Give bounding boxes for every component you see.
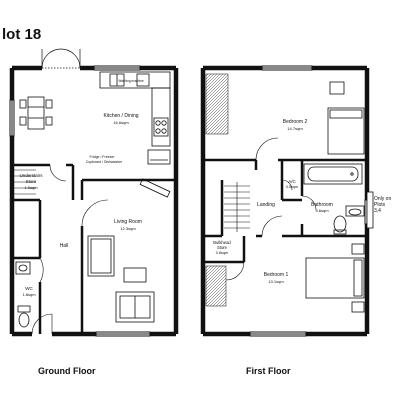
wc-name: WC — [25, 286, 33, 291]
hall-name: Hall — [60, 243, 69, 249]
patio-doors — [41, 48, 81, 69]
wc-area: 1.8sqm — [22, 292, 36, 297]
ground-floor-label: Ground Floor — [38, 366, 96, 376]
bulkhead-name: Bulkhead — [213, 240, 231, 245]
side-note-box — [366, 191, 374, 229]
bulkhead-area: 0.8sqm — [216, 251, 228, 255]
side-note: Only on Plots 3,4 — [374, 196, 400, 214]
understairs-name: Understairs — [19, 173, 43, 178]
washing-machine-label: Washing machine — [118, 79, 143, 83]
bedroom-1-name: Bedroom 1 — [264, 272, 289, 278]
bedroom-2-wardrobe — [205, 73, 229, 135]
first-floor-internal-walls — [203, 158, 367, 264]
bathroom-fixtures — [281, 163, 365, 235]
bedroom-1-bed — [225, 243, 365, 313]
side-note-line-1: Only on Plots — [374, 196, 392, 208]
ground-floor-internal-walls — [12, 163, 176, 334]
first-floor-label: First Floor — [246, 366, 291, 376]
bedroom-2-bed — [255, 81, 365, 161]
ground-floor-labels: Kitchen / Dining 16.6sqm Washing machine… — [19, 79, 143, 297]
bathroom-area: 4.6sqm — [315, 208, 329, 213]
bedroom-2-area: 14.7sqm — [287, 126, 303, 131]
ground-floor-stairs — [14, 164, 67, 195]
living-room-area: 12.3sqm — [120, 226, 136, 231]
living-room-furniture — [81, 178, 171, 323]
front-door — [31, 313, 53, 335]
kitchen-units — [99, 71, 171, 165]
side-note-line-2: 3,4 — [374, 208, 381, 214]
living-room-name: Living Room — [114, 219, 142, 225]
bedroom-1-area: 13.1sqm — [268, 279, 284, 284]
first-floor-labels: Bedroom 2 14.7sqm A/C 0.5sqm Bathroom 4.… — [213, 119, 333, 284]
understairs-name2: Store — [26, 179, 37, 184]
plot-title: lot 18 — [2, 26, 42, 43]
dining-table — [19, 96, 53, 130]
first-floor-windows — [249, 65, 370, 337]
bedroom-1-wardrobe — [205, 265, 227, 307]
kitchen-name: Kitchen / Dining — [103, 113, 138, 119]
ac-area: 0.5sqm — [286, 185, 298, 189]
landing-name: Landing — [257, 202, 275, 208]
ground-floor-plan — [9, 48, 179, 337]
kitchen-area: 16.6sqm — [113, 120, 129, 125]
ac-name: A/C — [288, 179, 296, 184]
first-floor-plan — [200, 65, 374, 337]
kitchen-note-1: Fridge / Freezer — [90, 155, 116, 159]
bathroom-name: Bathroom — [311, 202, 333, 208]
bulkhead-name2: Store — [217, 245, 228, 250]
understairs-area: 1.0sqm — [24, 185, 38, 190]
kitchen-note-2: Cupboard / Dishwasher — [86, 160, 123, 164]
first-floor-stairs — [224, 182, 283, 237]
ground-floor-windows — [9, 65, 151, 337]
wc-fixtures — [15, 257, 44, 328]
bedroom-2-name: Bedroom 2 — [283, 119, 308, 125]
